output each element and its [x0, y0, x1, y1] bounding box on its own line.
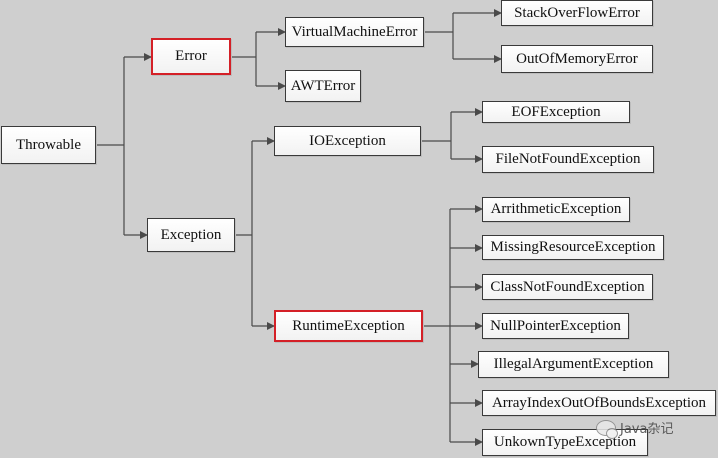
node-awt-error: AWTError: [285, 70, 361, 102]
node-file-not-found-exception: FileNotFoundException: [482, 146, 654, 173]
node-unknown-type-exception: UnkownTypeException: [482, 429, 648, 456]
node-missing-resource-exception: MissingResourceException: [482, 235, 664, 260]
node-runtime-exception: RuntimeException: [274, 310, 423, 342]
node-virtual-machine-error: VirtualMachineError: [285, 17, 424, 47]
node-out-of-memory-error: OutOfMemoryError: [501, 45, 653, 73]
node-arithmetic-exception: ArrithmeticException: [482, 197, 630, 222]
node-throwable: Throwable: [1, 126, 96, 164]
node-eof-exception: EOFException: [482, 101, 630, 123]
watermark: Java杂记: [596, 418, 674, 439]
node-null-pointer-exception: NullPointerException: [482, 313, 629, 339]
node-exception: Exception: [147, 218, 235, 252]
watermark-text: Java杂记: [620, 422, 674, 437]
node-array-index-out-of-bounds-exception: ArrayIndexOutOfBoundsException: [482, 390, 716, 416]
node-class-not-found-exception: ClassNotFoundException: [482, 274, 653, 300]
wechat-icon: [596, 419, 618, 439]
node-stack-overflow-error: StackOverFlowError: [501, 0, 653, 26]
node-io-exception: IOException: [274, 126, 421, 156]
node-illegal-argument-exception: IllegalArgumentException: [478, 351, 669, 378]
node-error: Error: [151, 38, 231, 75]
